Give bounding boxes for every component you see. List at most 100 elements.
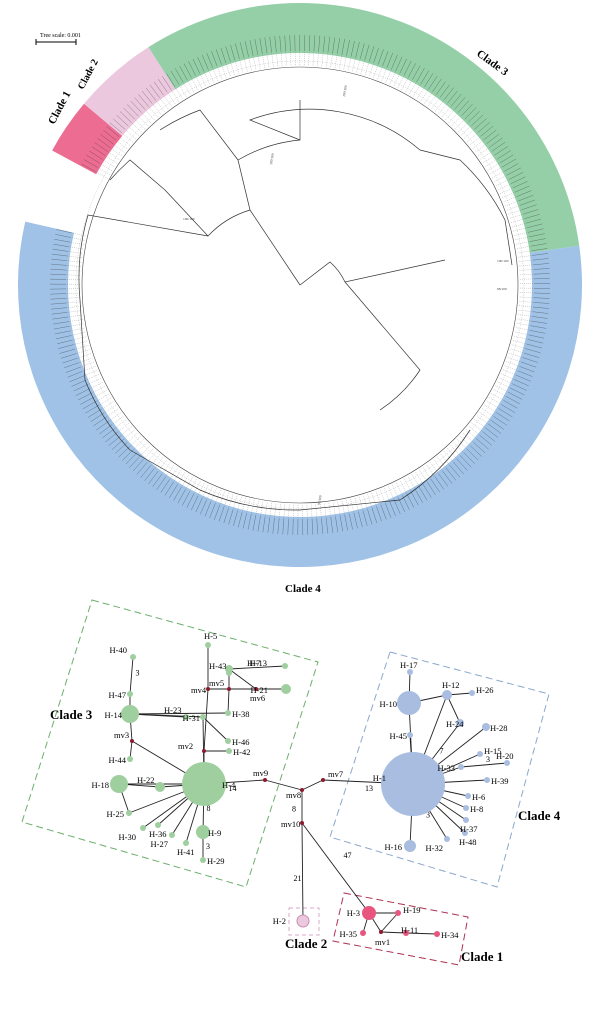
tip-guide: [266, 53, 270, 68]
tip-guide: [120, 426, 132, 436]
tip-label: [513, 379, 529, 387]
tip-label: [249, 40, 254, 56]
clade-arc-4: [18, 221, 583, 567]
tip-guide: [66, 301, 81, 304]
network-clade-3-label: Clade 3: [50, 707, 93, 722]
haplotype-label: H-48: [459, 837, 476, 847]
haplotype-node: [462, 830, 468, 836]
tip-label: [531, 320, 548, 324]
tip-guide: [80, 361, 94, 368]
tip-label: [259, 38, 263, 55]
tip-label: [499, 154, 514, 164]
tip-label: [58, 344, 74, 349]
tip-label: [488, 423, 502, 434]
tip-guide: [94, 390, 107, 397]
tip-label: [141, 90, 153, 104]
haplotype-label: H-19: [403, 905, 420, 915]
tip-label: [54, 238, 71, 243]
tip-guide: [501, 373, 515, 380]
tip-guide: [95, 171, 108, 179]
tip-guide: [422, 467, 431, 480]
haplotype-label: H-31: [183, 713, 200, 723]
tip-guide: [77, 353, 92, 359]
tip-guide: [381, 67, 388, 81]
tip-label: [109, 122, 123, 134]
tip-guide: [445, 109, 455, 120]
median-vector-node: [321, 778, 325, 782]
haplotype-label: H-12: [442, 680, 459, 690]
tip-guide: [388, 486, 395, 500]
tip-guide: [114, 419, 127, 429]
tip-guide: [491, 393, 504, 401]
haplotype-label: H-6: [472, 792, 485, 802]
tip-guide: [92, 386, 105, 393]
tip-label: [113, 118, 126, 130]
tip-guide: [465, 429, 477, 439]
tip-label: [533, 297, 550, 299]
haplotype-node: [155, 822, 161, 828]
tip-label: [223, 507, 229, 524]
haplotype-node: [200, 714, 206, 720]
tip-guide: [86, 374, 100, 381]
tip-guide: [73, 340, 88, 345]
network-clade-4-label: Clade 4: [518, 808, 561, 823]
tip-label: [442, 470, 453, 484]
tip-label: [393, 499, 401, 515]
haplotype-label: H-34: [441, 930, 459, 940]
tip-label: [73, 384, 89, 392]
tip-guide: [143, 448, 154, 460]
tip-guide: [67, 306, 82, 308]
tip-label: [524, 213, 540, 219]
tip-label: [414, 488, 423, 503]
tip-guide: [519, 301, 534, 303]
haplotype-label: H-37: [460, 824, 477, 834]
tip-label: [279, 35, 282, 52]
clade-arc-1: [52, 103, 123, 175]
haplotype-node: [169, 832, 175, 838]
clade-2-box: [288, 907, 320, 936]
median-vector-node: [206, 687, 210, 691]
network-edge: [129, 740, 133, 760]
tip-guide: [118, 136, 130, 146]
tip-label: [86, 154, 101, 164]
tip-label: [174, 68, 184, 83]
tip-label: [498, 408, 513, 418]
tip-label: [119, 111, 132, 123]
tip-label: [52, 316, 69, 320]
network-edge: [202, 716, 229, 742]
tip-guide: [99, 163, 113, 171]
tip-label: [516, 190, 532, 197]
tip-guide: [88, 378, 101, 385]
tip-label: [515, 374, 531, 382]
tip-guide: [140, 445, 150, 457]
haplotype-label: H-7: [247, 658, 260, 668]
tip-label: [477, 122, 490, 133]
tip-label: [507, 391, 523, 400]
tip-label: [474, 118, 487, 130]
tip-label: [529, 330, 546, 334]
tip-label: [252, 514, 257, 531]
tip-label: [526, 223, 543, 229]
tip-label: [496, 412, 510, 422]
tip-guide: [510, 348, 524, 354]
tip-label: [177, 489, 186, 504]
tip-label: [412, 65, 421, 80]
tip-label: [406, 493, 415, 508]
tip-label: [274, 36, 277, 53]
tip-guide: [479, 412, 492, 421]
tip-label: [336, 38, 341, 55]
mutation-step-label: 7: [440, 747, 444, 756]
tip-guide: [239, 58, 244, 73]
tip-guide: [437, 456, 447, 468]
tip-guide: [389, 71, 396, 85]
tip-label: [144, 468, 155, 481]
haplotype-label: H-30: [119, 832, 136, 842]
tip-label: [218, 506, 225, 522]
median-vector-node: [300, 788, 304, 792]
tip-label: [55, 335, 72, 340]
tip-guide: [131, 122, 142, 133]
tip-guide: [503, 196, 517, 203]
tip-guide: [208, 69, 215, 83]
phylogenetic-tree: Tree scale: 0.001 100/100 100/100 98/100…: [18, 2, 583, 595]
haplotype-node: [484, 777, 490, 783]
